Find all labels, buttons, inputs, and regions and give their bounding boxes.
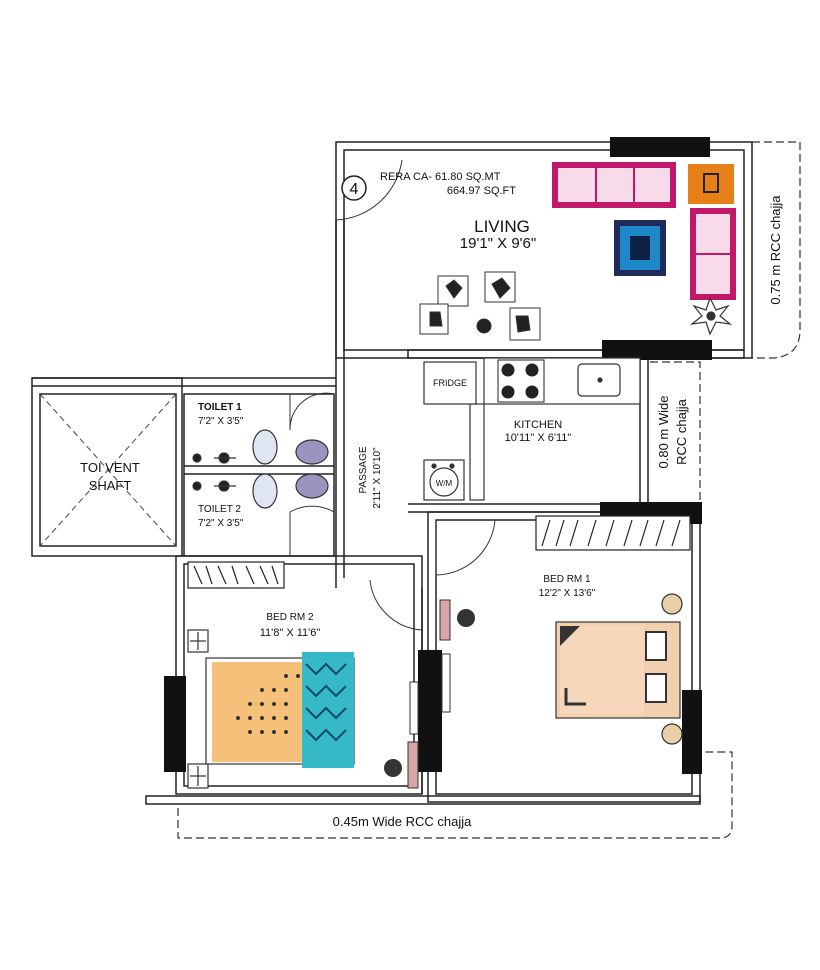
living-label: LIVING (474, 217, 530, 236)
fridge-label: FRIDGE (433, 378, 467, 388)
toilet2-size: 7'2" X 3'5" (198, 518, 244, 529)
nightstands-bed2 (187, 629, 209, 789)
chajja-bottom-label: 0.45m Wide RCC chajja (333, 814, 472, 829)
sofa-top (552, 162, 676, 208)
washing-machine (423, 459, 465, 501)
washing-machine-label: W/M (436, 479, 453, 488)
chajja-outlines (177, 141, 801, 839)
toilet2-label: TOILET 2 (198, 504, 241, 515)
sofa-side (690, 208, 736, 300)
kitchen-sink (577, 363, 621, 397)
center-rug (614, 220, 666, 276)
rera-area: RERA CA- 61.80 SQ.MT (380, 171, 501, 183)
chair-bed2 (384, 741, 419, 789)
toilet1-size: 7'2" X 3'5" (198, 416, 244, 427)
kitchen-size: 10'11" X 6'11" (505, 432, 572, 444)
dining-set (419, 271, 541, 341)
shaft-label-line2: SHAFT (89, 478, 132, 493)
chajja-right-mid-line1: 0.80 m Wide (656, 396, 671, 469)
unit-number-badge: 4 (341, 175, 367, 201)
bed1 (555, 621, 681, 719)
toilet-fixtures (192, 429, 329, 509)
desk-bed2 (409, 681, 419, 735)
stove (497, 359, 545, 403)
wardrobe-bed2 (187, 561, 285, 589)
toilet1-label: TOILET 1 (198, 402, 242, 413)
bed2-label: BED RM 2 (266, 612, 314, 623)
passage-label: PASSAGE (358, 446, 369, 493)
side-table (688, 164, 734, 204)
bed2 (205, 652, 355, 768)
nightstands-bed1 (661, 593, 683, 745)
chair-bed1 (439, 599, 475, 641)
door-swings (289, 159, 496, 631)
passage-size: 2'11" X 10'10" (372, 447, 383, 509)
plant-icon (689, 296, 733, 336)
living-size: 19'1" X 9'6" (460, 235, 536, 252)
bed2-size: 11'8" X 11'6" (260, 627, 321, 639)
bed1-label: BED RM 1 (543, 574, 591, 585)
chajja-right-top-label: 0.75 m RCC chajja (768, 195, 783, 305)
desk-bed1 (441, 653, 451, 713)
shaft-cross (39, 393, 177, 547)
wardrobe-bed1 (535, 515, 691, 551)
fridge-box (423, 361, 477, 405)
sqft-area: 664.97 SQ.FT (447, 185, 516, 197)
chajja-right-mid-line2: RCC chajja (674, 398, 689, 465)
unit-number: 4 (350, 181, 359, 198)
kitchen-label: KITCHEN (514, 419, 562, 431)
bed1-size: 12'2" X 13'6" (539, 588, 596, 599)
shaft-label-line1: TOI VENT (80, 460, 140, 475)
